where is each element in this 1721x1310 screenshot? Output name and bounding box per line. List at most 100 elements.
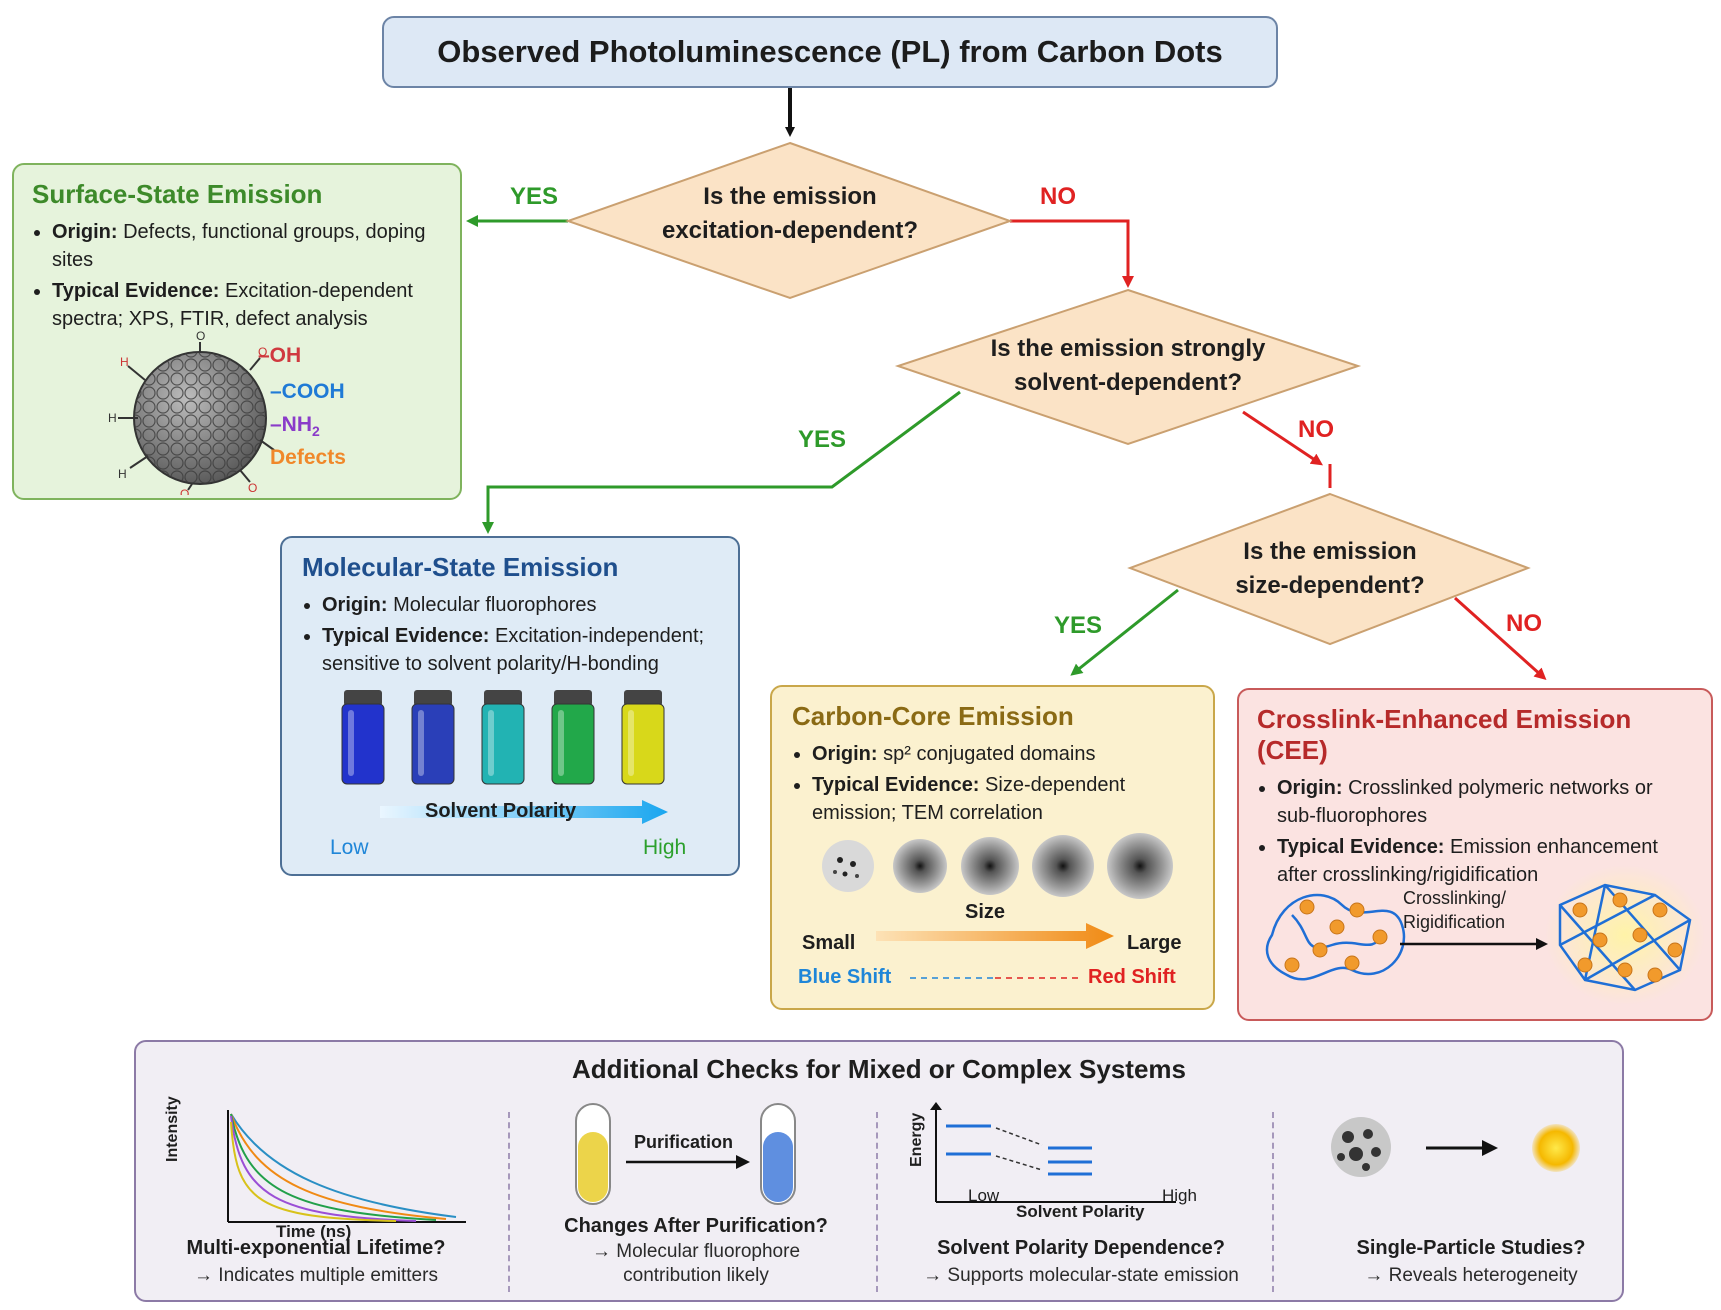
surface-origin-label: Origin: (52, 221, 118, 243)
decision-diamond-size (1127, 492, 1531, 646)
energy-xlabel: Solvent Polarity (1016, 1202, 1145, 1221)
check-lifetime: Multi-exponential Lifetime? → Indicates … (136, 1237, 496, 1288)
decision-diamond-excitation (564, 141, 1014, 300)
vial-highlight (558, 710, 564, 776)
group-cooh: –COOH (270, 380, 345, 403)
additional-checks-title: Additional Checks for Mixed or Complex S… (571, 1054, 1187, 1084)
molecular-origin: Origin: Molecular fluorophores (322, 591, 718, 619)
tem-particle-4 (1032, 835, 1094, 897)
svg-text:H: H (120, 355, 129, 369)
surface-state-card: Surface-State Emission Origin: Defects, … (12, 163, 462, 500)
arrow-q1-no (1010, 219, 1134, 288)
cee-origin-text: Crosslinked polymeric networks or sub-fl… (1277, 777, 1653, 827)
lifetime-ylabel: Intensity (164, 1096, 181, 1162)
label-q2-no: NO (1298, 416, 1334, 443)
energy-high-label: High (1162, 1186, 1197, 1205)
question-solvent: Is the emission strongly solvent-depende… (940, 332, 1316, 400)
check-purification-sub: → Molecular fluorophore contribution lik… (591, 1241, 801, 1286)
molecular-evidence: Typical Evidence: Excitation-independent… (322, 622, 718, 678)
solvent-vial (411, 690, 455, 785)
tem-particle-5 (1107, 833, 1173, 899)
polymer-network-crosslinked (1545, 865, 1705, 1005)
vial-cap (554, 690, 592, 706)
purification-tubes (575, 1103, 796, 1205)
check-solvent-title: Solvent Polarity Dependence? (937, 1237, 1225, 1259)
question-excitation: Is the emission excitation-dependent? (620, 180, 960, 248)
energy-level-diagram (930, 1102, 1176, 1203)
additional-checks-panel: Additional Checks for Mixed or Complex S… (134, 1040, 1624, 1302)
carbon-evidence-label: Typical Evidence: (812, 774, 980, 796)
arrow-q2-no (1242, 410, 1323, 466)
surface-state-title: Surface-State Emission (32, 179, 323, 209)
solvent-vial (621, 690, 665, 785)
check-lifetime-title: Multi-exponential Lifetime? (186, 1237, 446, 1259)
vial-highlight (488, 710, 494, 776)
cee-origin-label: Origin: (1277, 777, 1343, 799)
cee-origin: Origin: Crosslinked polymeric networks o… (1277, 774, 1693, 830)
vial-cap (414, 690, 452, 706)
purification-arrow-label: Purification (634, 1132, 734, 1152)
label-q1-yes: YES (510, 183, 559, 210)
molecular-evidence-text: Excitation-independent; sensitive to sol… (322, 625, 705, 675)
size-large-label: Large (1127, 932, 1182, 954)
vial-highlight (348, 710, 354, 776)
vial-highlight (628, 710, 634, 776)
tem-particle-2 (893, 839, 947, 893)
carbon-evidence: Typical Evidence: Size-dependent emissio… (812, 771, 1193, 827)
cee-title: Crosslink-Enhanced Emission (CEE) (1257, 704, 1632, 765)
surface-evidence-text: Excitation-dependent spectra; XPS, FTIR,… (52, 280, 413, 330)
polarity-low-label: Low (330, 836, 369, 859)
group-nh2-sub: 2 (312, 423, 320, 440)
size-arrow (876, 923, 1114, 949)
question-excitation-line1: Is the emission (703, 183, 877, 210)
carbon-core-title: Carbon-Core Emission (792, 701, 1074, 731)
question-size: Is the emission size-dependent? (1180, 535, 1480, 603)
solvent-vial (481, 690, 525, 785)
size-small-label: Small (802, 932, 856, 954)
question-size-line1: Is the emission (1243, 538, 1417, 565)
solvent-vials (341, 690, 665, 785)
svg-text:O: O (258, 345, 267, 359)
polarity-high-label: High (643, 836, 687, 859)
vial-body (621, 703, 665, 785)
blue-shift-label: Blue Shift (798, 966, 892, 988)
cee-bullets: Origin: Crosslinked polymeric networks o… (1257, 774, 1693, 889)
solvent-polarity-label: Solvent Polarity (425, 800, 577, 822)
molecular-origin-text: Molecular fluorophores (393, 594, 597, 616)
molecular-state-bullets: Origin: Molecular fluorophores Typical E… (302, 591, 718, 678)
check-purification-title: Changes After Purification? (564, 1215, 828, 1237)
vial-cap (344, 690, 382, 706)
carbon-dot-surface-illustration: H H H O O O O (108, 330, 275, 495)
red-shift-label: Red Shift (1088, 966, 1176, 988)
check-single-particle-sub: → Reveals heterogeneity (1364, 1265, 1578, 1286)
vial-body (341, 703, 385, 785)
crosslinking-arrow (1400, 938, 1548, 950)
energy-low-label: Low (968, 1186, 1000, 1205)
decision-diamond-solvent (894, 288, 1362, 446)
molecular-state-title: Molecular-State Emission (302, 552, 619, 582)
group-nh2-base: –NH (270, 413, 313, 436)
lifetime-decay-plot (227, 1110, 466, 1223)
single-particle-illustration (1331, 1117, 1580, 1177)
tem-particle-1 (822, 840, 874, 892)
vial-body (551, 703, 595, 785)
surface-origin-text: Defects, functional groups, doping sites (52, 221, 426, 271)
check-solvent: Solvent Polarity Dependence? → Supports … (901, 1237, 1261, 1288)
group-nh2: –NH2 (270, 413, 320, 439)
check-lifetime-sub: → Indicates multiple emitters (194, 1265, 438, 1286)
svg-text:H: H (108, 411, 117, 425)
polymer-network-loose (1265, 893, 1406, 981)
divider-3 (1272, 1112, 1274, 1292)
divider-1 (508, 1112, 510, 1292)
label-q3-yes: YES (1054, 612, 1103, 639)
molecular-origin-label: Origin: (322, 594, 388, 616)
vial-body (411, 703, 455, 785)
surface-evidence: Typical Evidence: Excitation-dependent s… (52, 277, 442, 333)
question-size-line2: size-dependent? (1235, 572, 1425, 599)
question-solvent-line1: Is the emission strongly (990, 335, 1266, 362)
divider-2 (876, 1112, 878, 1292)
vial-cap (624, 690, 662, 706)
surface-state-bullets: Origin: Defects, functional groups, dopi… (32, 218, 442, 333)
svg-text:O: O (180, 487, 189, 495)
